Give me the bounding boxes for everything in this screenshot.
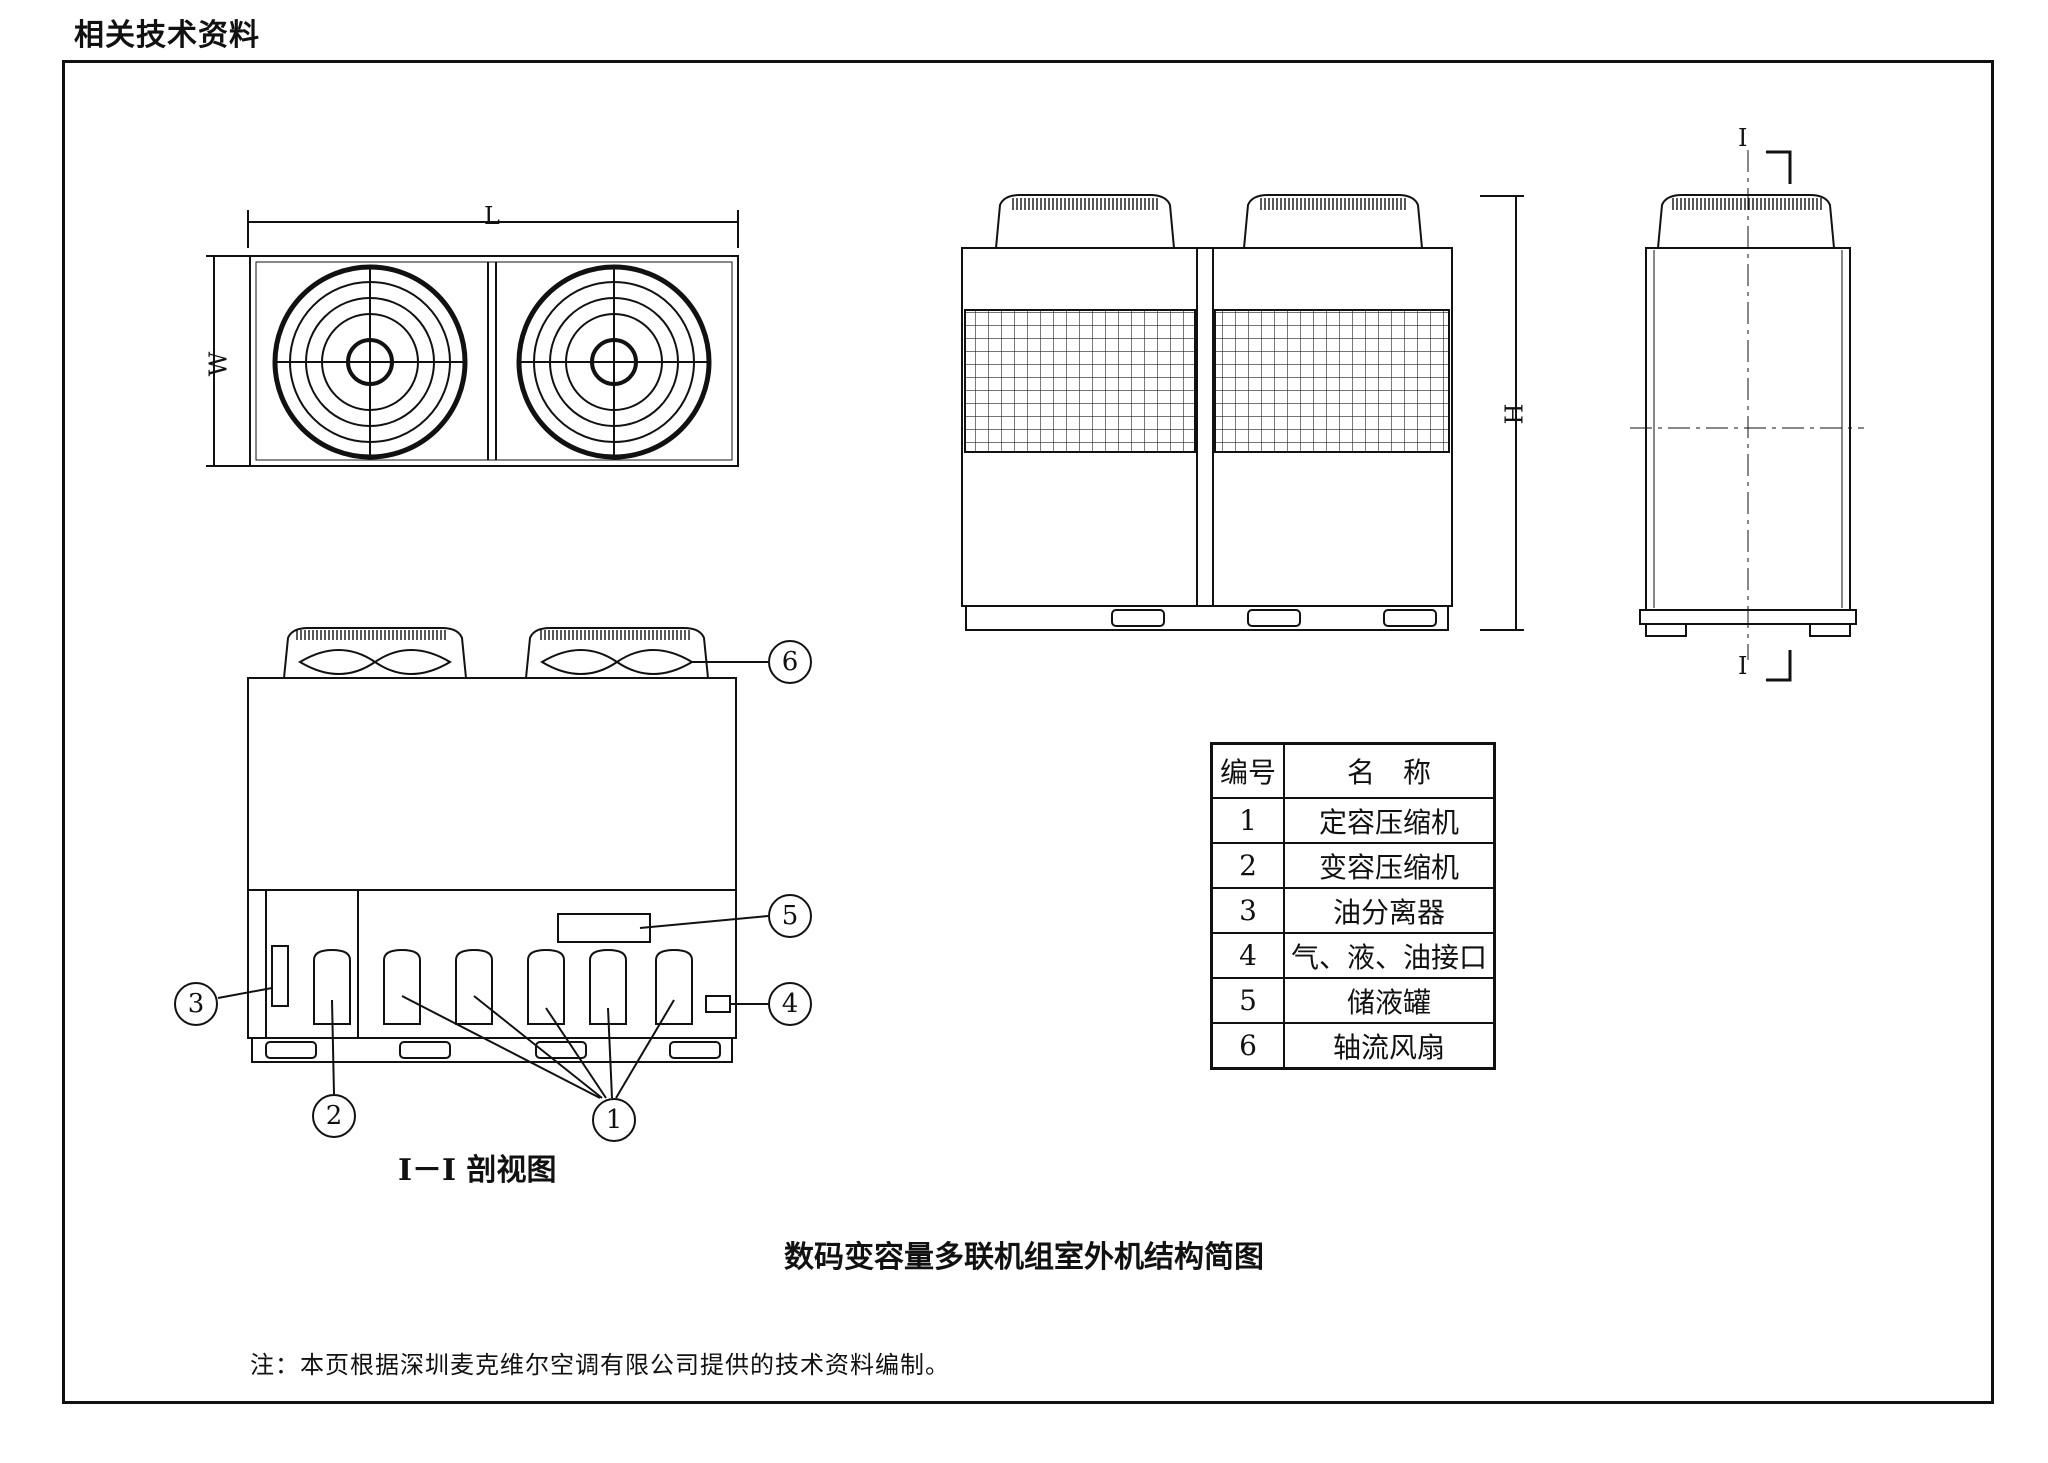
compressor-icon — [589, 948, 627, 1025]
top-view — [206, 210, 739, 467]
compressor-icon — [313, 948, 351, 1025]
part-number: 5 — [1210, 977, 1285, 1024]
compressor-icon — [527, 948, 565, 1025]
number-column-header: 编号 — [1210, 742, 1285, 799]
table-row: 6 轴流风扇 — [1210, 1022, 1496, 1070]
length-label: L — [484, 202, 500, 230]
part-number: 4 — [1210, 932, 1285, 979]
fan-icon — [516, 264, 712, 460]
section-mark-top: I — [1738, 124, 1748, 152]
part-name: 变容压缩机 — [1283, 842, 1496, 889]
callout-5: 5 — [768, 894, 812, 938]
callout-6: 6 — [768, 640, 812, 684]
part-name: 定容压缩机 — [1283, 797, 1496, 844]
figure-caption: 数码变容量多联机组室外机结构简图 — [784, 1240, 1264, 1275]
part-number: 1 — [1210, 797, 1285, 844]
compressor-icon — [383, 948, 421, 1025]
part-name: 储液罐 — [1283, 977, 1496, 1024]
page-header: 相关技术资料 — [74, 18, 260, 53]
name-column-header: 名 称 — [1283, 742, 1496, 799]
callout-4: 4 — [768, 982, 812, 1026]
callout-2: 2 — [312, 1094, 356, 1138]
table-row: 3 油分离器 — [1210, 887, 1496, 934]
part-number: 3 — [1210, 887, 1285, 934]
part-name: 气、液、油接口 — [1283, 932, 1496, 979]
table-row: 1 定容压缩机 — [1210, 797, 1496, 844]
parts-table: 编号 名 称 1 定容压缩机 2 变容压缩机 3 油分离器 4 气、液、油接口 … — [1210, 742, 1496, 1070]
section-view — [217, 627, 769, 1099]
table-row: 5 储液罐 — [1210, 977, 1496, 1024]
compressor-icon — [455, 948, 493, 1025]
callout-3: 3 — [174, 982, 218, 1026]
part-number: 2 — [1210, 842, 1285, 889]
front-view — [961, 194, 1524, 631]
fan-icon — [272, 264, 468, 460]
width-label: W — [204, 351, 233, 377]
callout-1: 1 — [592, 1098, 636, 1142]
part-name: 油分离器 — [1283, 887, 1496, 934]
section-view-label: I－I 剖视图 — [398, 1153, 557, 1188]
parts-table-header: 编号 名 称 — [1210, 742, 1496, 799]
section-mark-bottom: I — [1738, 652, 1748, 680]
compressor-icon — [655, 948, 693, 1025]
footnote: 注：本页根据深圳麦克维尔空调有限公司提供的技术资料编制。 — [250, 1351, 950, 1379]
height-label: H — [1500, 403, 1529, 425]
side-view — [1630, 150, 1864, 682]
part-name: 轴流风扇 — [1283, 1022, 1496, 1070]
drawing-frame — [62, 60, 1994, 1404]
table-row: 2 变容压缩机 — [1210, 842, 1496, 889]
table-row: 4 气、液、油接口 — [1210, 932, 1496, 979]
part-number: 6 — [1210, 1022, 1285, 1070]
